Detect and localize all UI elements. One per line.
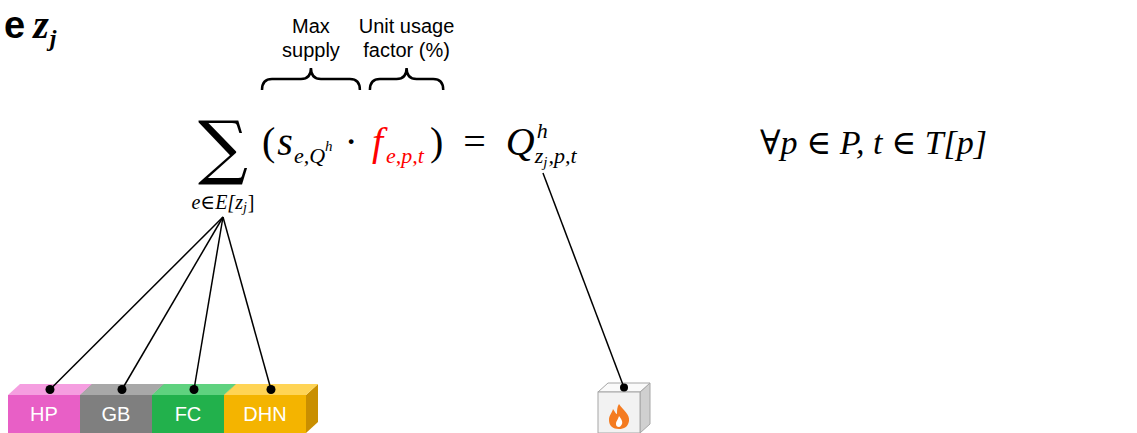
equipment-cube: GB	[80, 395, 152, 433]
subscript: e,Q	[294, 145, 325, 167]
leader-line	[122, 217, 223, 390]
cube-top	[80, 384, 164, 395]
leader-line	[223, 217, 271, 390]
cube-top	[224, 384, 318, 395]
heading-letter: e	[4, 6, 25, 44]
leader-dot	[190, 385, 199, 394]
equipment-cube: DHN	[224, 395, 306, 433]
sum-index: e∈E[z	[191, 192, 242, 212]
leader-dot	[118, 385, 127, 394]
cube-top	[8, 384, 92, 395]
equipment-cube: HP	[8, 395, 80, 433]
leader-dot	[620, 384, 628, 392]
subscript: j	[543, 155, 547, 170]
annotation: Unit usage factor (%)	[348, 14, 466, 62]
leader-dot	[267, 385, 276, 394]
leader-line	[194, 217, 223, 390]
variable: f	[372, 122, 383, 162]
parenthesis: )	[430, 122, 443, 162]
sum-sign: ∑	[198, 112, 248, 182]
unit-label: GB	[102, 404, 131, 424]
leader-dot	[46, 385, 55, 394]
unit-label: HP	[30, 404, 58, 424]
leader-line	[50, 217, 223, 390]
unit-label: FC	[175, 404, 202, 424]
flame-core	[616, 416, 622, 427]
annotation: Max supply	[275, 14, 347, 62]
subscript: ,p,t	[548, 145, 576, 167]
operator: =	[463, 122, 486, 162]
heading-subscript: j	[50, 26, 57, 50]
equipment-cube: FC	[152, 395, 224, 433]
flame-icon	[609, 404, 629, 429]
variable: Q	[506, 122, 535, 162]
superscript: h	[325, 139, 333, 154]
sum-index-bracket: ]	[248, 192, 255, 212]
heat-cube-front	[598, 392, 640, 433]
parenthesis: (	[262, 122, 275, 162]
curly-brace	[370, 68, 443, 90]
operator: ·	[345, 122, 358, 162]
unit-label: DHN	[243, 404, 286, 424]
sum-index-subscript: j	[243, 201, 247, 215]
curly-brace	[262, 68, 360, 90]
subscript: z	[535, 145, 544, 167]
quantifier: ∀p ∈ P, t ∈ T[p]	[760, 126, 987, 160]
heat-cube-top	[598, 383, 650, 392]
cube-top	[152, 384, 236, 395]
heading-symbol: z	[33, 5, 49, 45]
superscript: h	[537, 120, 548, 142]
variable: s	[277, 122, 293, 162]
subscript: e,p,t	[386, 145, 424, 167]
leader-line	[543, 173, 624, 388]
